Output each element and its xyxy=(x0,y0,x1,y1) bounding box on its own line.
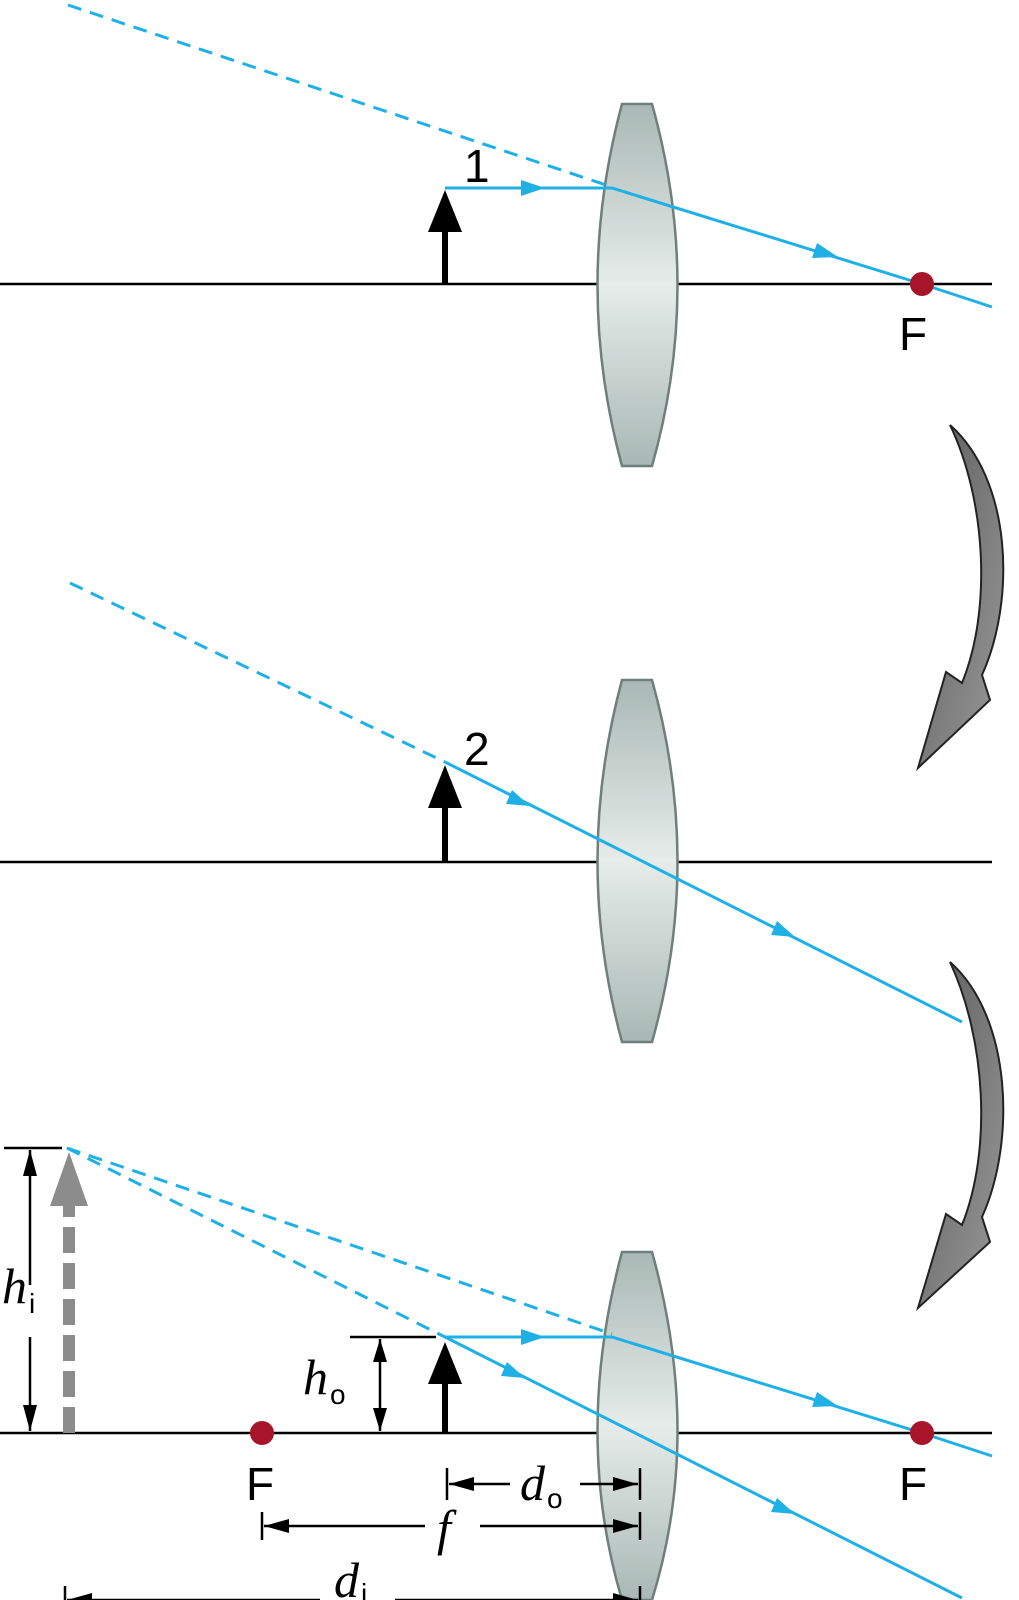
ray-2-virtual-extension xyxy=(66,1146,446,1339)
focal-label: F xyxy=(899,308,927,360)
ray-arrowhead xyxy=(771,1498,795,1514)
focal-point-right xyxy=(910,1421,934,1445)
converging-lens xyxy=(596,102,679,468)
ray-2-virtual-extension xyxy=(69,581,446,764)
image-distance-label: di xyxy=(334,1552,367,1600)
object-arrow xyxy=(428,190,462,284)
object-distance-dimension xyxy=(445,1468,642,1500)
focal-length-dimension xyxy=(260,1512,642,1540)
focal-length-label: f xyxy=(437,1500,457,1556)
ray-arrowhead xyxy=(812,1392,838,1407)
ray-arrowhead xyxy=(771,921,795,937)
ray-arrowhead xyxy=(812,243,838,258)
image-height-label: hi xyxy=(2,1258,35,1319)
transition-arrow-icon xyxy=(916,424,1005,772)
ray-1-label: 1 xyxy=(464,140,490,192)
virtual-image-arrow xyxy=(50,1152,88,1433)
object-arrow xyxy=(428,765,462,862)
transition-arrow-icon xyxy=(916,961,1005,1312)
ray-arrowhead xyxy=(506,790,530,806)
ray-1-virtual-extension xyxy=(66,1146,613,1336)
ray-1-virtual-extension xyxy=(67,3,613,189)
ray-2 xyxy=(444,1335,963,1600)
ray-arrowhead xyxy=(521,1329,545,1345)
ray-1 xyxy=(445,1335,993,1458)
panel-3: F F hi ho xyxy=(0,1146,993,1600)
focal-label-left: F xyxy=(246,1458,274,1510)
object-height-label: ho xyxy=(303,1349,346,1410)
object-arrow xyxy=(428,1342,462,1433)
image-height-dimension xyxy=(4,1146,62,1431)
converging-lens xyxy=(596,678,679,1044)
ray-1 xyxy=(445,186,993,309)
ray-2-label: 2 xyxy=(464,723,490,775)
ray-arrowhead xyxy=(501,1362,525,1378)
object-distance-label: do xyxy=(520,1455,563,1514)
object-height-dimension xyxy=(350,1335,436,1431)
panel-1: 1 F xyxy=(0,3,993,468)
focal-point-right xyxy=(910,272,934,296)
converging-lens xyxy=(596,1250,679,1600)
ray-2 xyxy=(444,760,963,1024)
panel-2: 2 xyxy=(0,581,992,1044)
ray-arrowhead xyxy=(521,180,545,196)
image-distance-dimension xyxy=(63,1586,642,1600)
focal-label-right: F xyxy=(899,1458,927,1510)
focal-point-left xyxy=(250,1421,274,1445)
